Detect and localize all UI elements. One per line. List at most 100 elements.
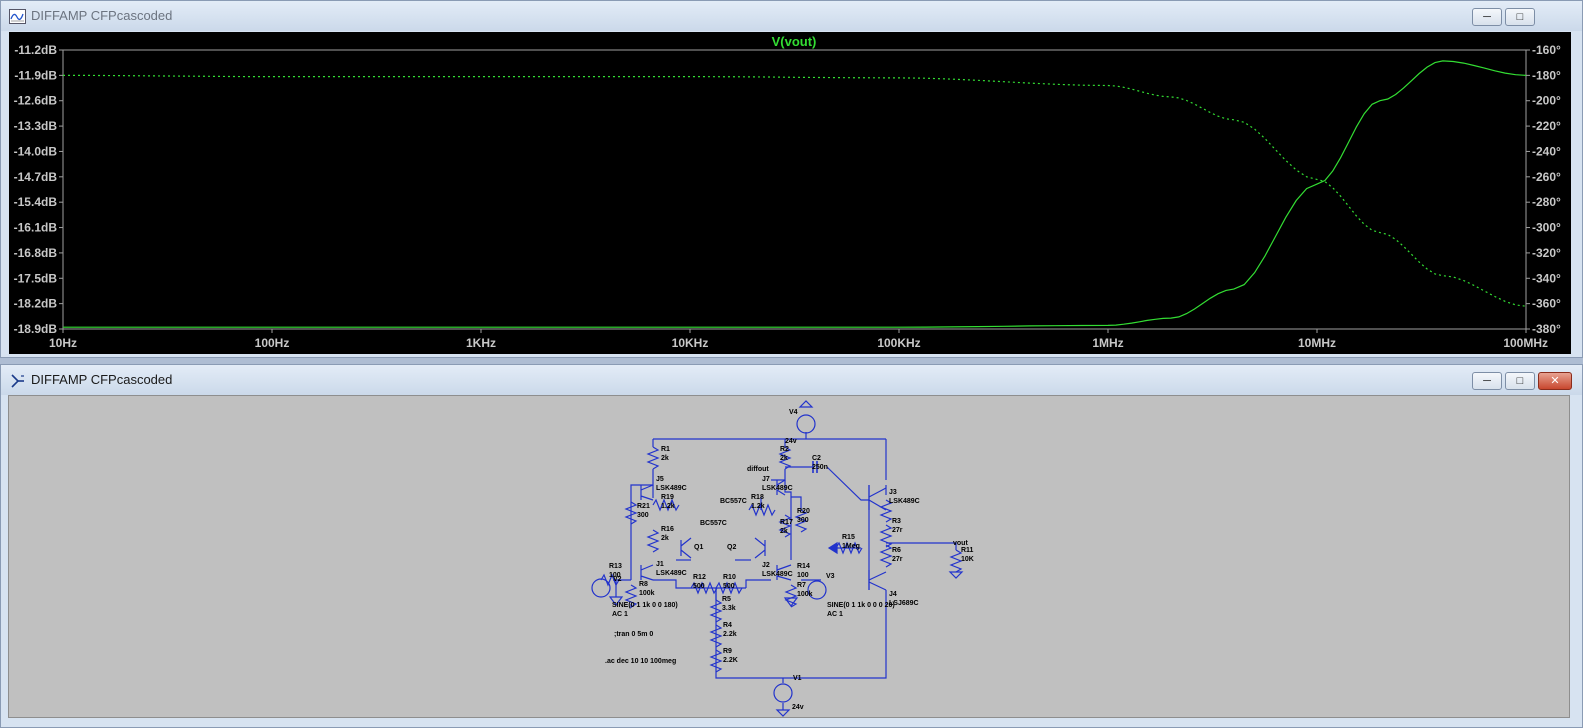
- component-name-r14[interactable]: R14: [797, 563, 810, 570]
- component-value-r1[interactable]: 2k: [661, 455, 669, 462]
- y-left-tick-label: -11.9dB: [14, 68, 57, 82]
- component-value-r8[interactable]: 100k: [639, 590, 655, 597]
- component-name-r11[interactable]: R11: [961, 547, 974, 554]
- component-name-j3[interactable]: J3: [889, 489, 897, 496]
- y-left-tick-label: -15.4dB: [14, 195, 58, 209]
- bc557c-left-label: BC557C: [700, 520, 727, 527]
- component-name-r16[interactable]: R16: [661, 526, 674, 533]
- component-value-r14[interactable]: 100: [797, 572, 809, 579]
- x-tick-label: 100MHz: [1503, 336, 1548, 350]
- component-name-r20[interactable]: R20: [797, 508, 810, 515]
- component-name-r21[interactable]: R21: [637, 503, 650, 510]
- component-value-r13[interactable]: 100: [609, 572, 621, 579]
- schematic-canvas[interactable]: V4 24v diffout BC557C BC557C vout V2 SIN…: [8, 395, 1570, 718]
- component-value-r21[interactable]: 300: [637, 512, 649, 519]
- component-value-r16[interactable]: 2k: [661, 535, 669, 542]
- y-left-tick-label: -12.6dB: [14, 94, 58, 108]
- phase-trace: [63, 74, 1527, 307]
- circuit-schematic[interactable]: V4 24v diffout BC557C BC557C vout V2 SIN…: [9, 396, 1569, 717]
- component-name-r4[interactable]: R4: [723, 622, 732, 629]
- plot-window-titlebar[interactable]: DIFFAMP CFPcascoded ─ □: [1, 1, 1582, 31]
- schematic-close-button[interactable]: ✕: [1538, 372, 1572, 390]
- component-name-v3[interactable]: V3: [826, 573, 835, 580]
- tran-directive[interactable]: ;tran 0 5m 0: [614, 631, 653, 638]
- component-value-j4[interactable]: LSJ689C: [889, 600, 919, 607]
- component-value-r15[interactable]: 1Meg: [842, 543, 860, 550]
- schematic-icon: [11, 374, 24, 388]
- component-value-r12[interactable]: 500: [693, 583, 705, 590]
- component-name-r19[interactable]: R19: [661, 494, 674, 501]
- schematic-window-titlebar[interactable]: DIFFAMP CFPcascoded ─ □ ✕: [1, 365, 1582, 395]
- component-name-j4[interactable]: J4: [889, 591, 897, 598]
- diffout-net-label: diffout: [747, 466, 769, 473]
- component-name-r17[interactable]: R17: [780, 519, 793, 526]
- component-value-j5[interactable]: LSK489C: [656, 485, 687, 492]
- component-name-j5[interactable]: J5: [656, 476, 664, 483]
- bode-plot[interactable]: V(vout) -11.2dB-11.9dB-12.6dB-13.3dB-14.…: [9, 32, 1571, 354]
- y-right-tick-label: -360°: [1532, 297, 1561, 311]
- plot-minimize-button[interactable]: ─: [1472, 8, 1502, 26]
- component-name-r10[interactable]: R10: [723, 574, 736, 581]
- v2-source-label: SINE(0 1 1k 0 0 180): [612, 602, 678, 609]
- component-value-r18[interactable]: 1.2k: [751, 503, 765, 510]
- component-value-j2[interactable]: LSK489C: [762, 571, 793, 578]
- component-name-r7[interactable]: R7: [797, 582, 806, 589]
- y-left-tick-label: -17.5dB: [14, 271, 58, 285]
- component-name-r15[interactable]: R15: [842, 534, 855, 541]
- component-value-r7[interactable]: 100k: [797, 591, 813, 598]
- v4-name-label: V4: [789, 409, 798, 416]
- y-right-tick-label: -220°: [1532, 119, 1561, 133]
- component-name-c2[interactable]: C2: [812, 455, 821, 462]
- component-value-r17[interactable]: 2k: [780, 528, 788, 535]
- x-tick-label: 100KHz: [877, 336, 920, 350]
- component-name-r18[interactable]: R18: [751, 494, 764, 501]
- component-name-j7[interactable]: J7: [762, 476, 770, 483]
- v2-ac-label: AC 1: [612, 611, 628, 618]
- y-left-tick-label: -14.7dB: [14, 170, 58, 184]
- component-value-r4[interactable]: 2.2k: [723, 631, 737, 638]
- ac-directive[interactable]: .ac dec 10 10 100meg: [605, 658, 676, 665]
- component-value-j7[interactable]: LSK489C: [762, 485, 793, 492]
- v2-name-label: V2: [613, 576, 622, 583]
- x-tick-label: 10Hz: [49, 336, 77, 350]
- component-value-j3[interactable]: LSK489C: [889, 498, 920, 505]
- component-name-r9[interactable]: R9: [723, 648, 732, 655]
- plot-pane[interactable]: V(vout) -11.2dB-11.9dB-12.6dB-13.3dB-14.…: [9, 32, 1571, 354]
- component-name-r12[interactable]: R12: [693, 574, 706, 581]
- component-value-r11[interactable]: 10K: [961, 556, 974, 563]
- component-name-j2[interactable]: J2: [762, 562, 770, 569]
- component-value-r19[interactable]: 1.2k: [661, 503, 675, 510]
- v3-ac-label: AC 1: [827, 611, 843, 618]
- component-name-r8[interactable]: R8: [639, 581, 648, 588]
- component-value-r3[interactable]: 27r: [892, 527, 903, 534]
- y-right-tick-label: -160°: [1532, 43, 1561, 57]
- component-name-r1[interactable]: R1: [661, 446, 670, 453]
- component-name-r13[interactable]: R13: [609, 563, 622, 570]
- component-value-r9[interactable]: 2.2K: [723, 657, 738, 664]
- component-value-c2[interactable]: 250n: [812, 464, 828, 471]
- y-left-tick-label: -16.1dB: [14, 221, 58, 235]
- component-name-q1[interactable]: Q1: [694, 544, 703, 551]
- component-value-r20[interactable]: 300: [797, 517, 809, 524]
- component-name-r6[interactable]: R6: [892, 547, 901, 554]
- component-name-q2[interactable]: Q2: [727, 544, 736, 551]
- component-value-r5[interactable]: 3.3k: [722, 605, 736, 612]
- schematic-minimize-button[interactable]: ─: [1472, 372, 1502, 390]
- component-name-j1[interactable]: J1: [656, 561, 664, 568]
- plot-window-title: DIFFAMP CFPcascoded: [31, 8, 173, 23]
- component-value-r6[interactable]: 27r: [892, 556, 903, 563]
- plot-maximize-button[interactable]: □: [1505, 8, 1535, 26]
- component-value-r2[interactable]: 2k: [780, 455, 788, 462]
- component-name-r3[interactable]: R3: [892, 518, 901, 525]
- y-left-tick-label: -11.2dB: [14, 43, 57, 57]
- y-right-tick-label: -340°: [1532, 271, 1561, 285]
- schematic-maximize-button[interactable]: □: [1505, 372, 1535, 390]
- component-name-r5[interactable]: R5: [722, 596, 731, 603]
- y-left-tick-label: -18.9dB: [14, 322, 58, 336]
- v3-source-label: SINE(0 1 1k 0 0 0 20): [827, 602, 895, 609]
- component-value-j1[interactable]: LSK489C: [656, 570, 687, 577]
- component-value-r10[interactable]: 500: [723, 583, 735, 590]
- component-name-r2[interactable]: R2: [780, 446, 789, 453]
- bc557c-right-label: BC557C: [720, 498, 747, 505]
- vout-net-label: vout: [953, 540, 968, 547]
